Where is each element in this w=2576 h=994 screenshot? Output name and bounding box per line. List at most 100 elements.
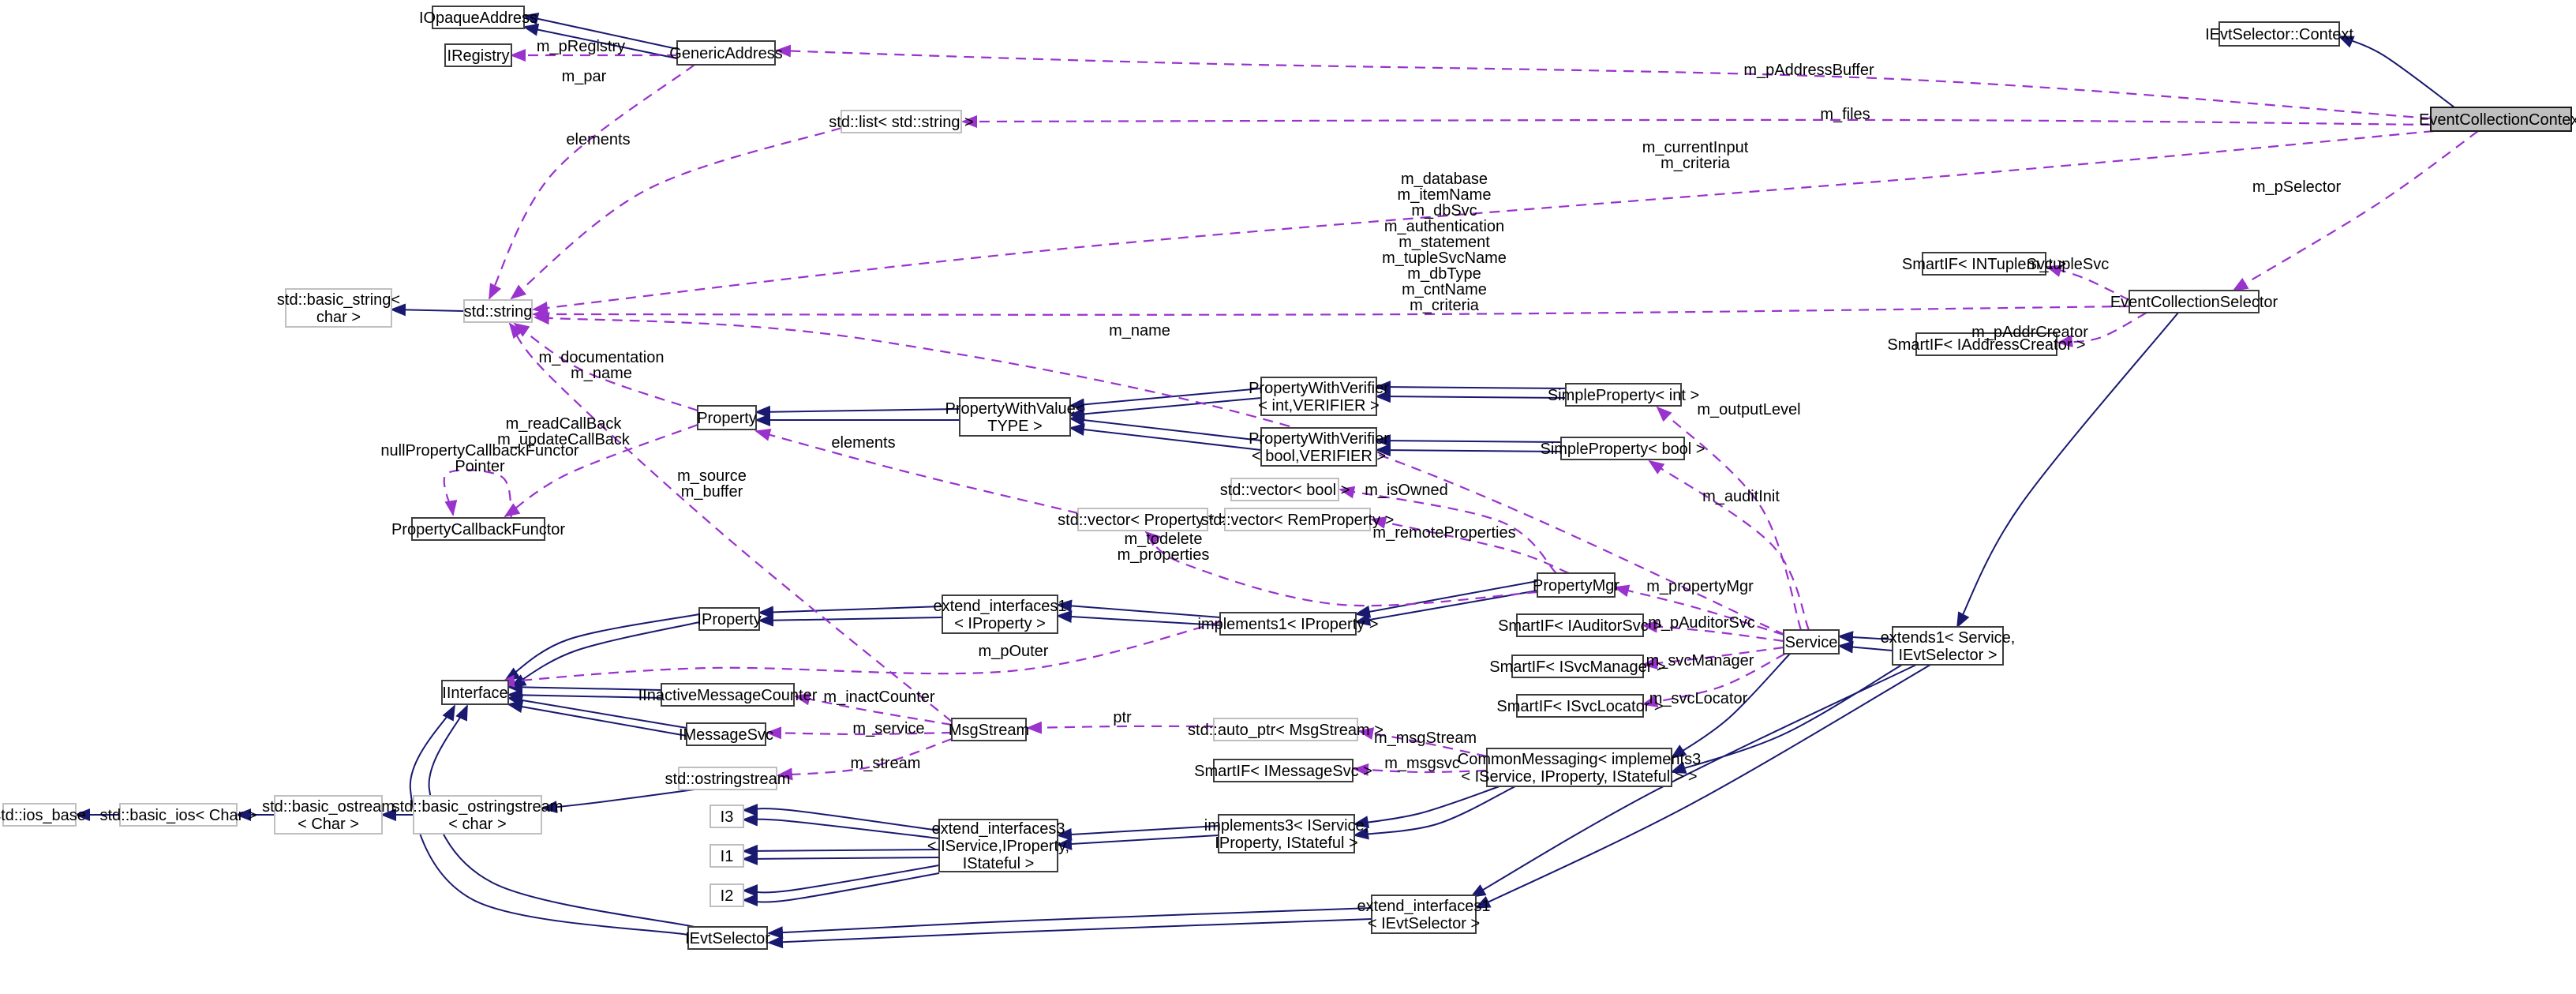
node-box-SimpleInt[interactable] [1565,383,1682,407]
node-box-IEvtSelector[interactable] [687,926,768,950]
node-box-extIf1IProperty[interactable] [942,595,1058,634]
node-SmartIF_IAuditorSvc[interactable]: SmartIF< IAuditorSvc > [1498,613,1662,637]
node-box-I2[interactable] [710,883,744,907]
node-box-IRegistry[interactable] [444,43,512,67]
node-IInactiveMessageCounter[interactable]: IInactiveMessageCounter [638,683,818,707]
node-box-SmartIF_IAuditorSvc[interactable] [1516,613,1644,637]
node-vectorPropPtr[interactable]: std::vector< Property * > [1058,508,1228,531]
node-impl1IProperty[interactable]: implements1< IProperty > [1198,612,1379,636]
node-SimpleInt[interactable]: SimpleProperty< int > [1548,383,1699,407]
node-box-basicOstream[interactable] [274,795,383,835]
node-SmartIF_INTupleSvc[interactable]: SmartIF< INTupleSvc > [1902,252,2066,276]
node-CommonMessaging[interactable]: CommonMessaging< implements3< IService, … [1458,748,1701,787]
node-PropertyWithValue[interactable]: PropertyWithValue<TYPE > [945,397,1085,437]
node-basicOstream[interactable]: std::basic_ostream< Char > [262,795,395,835]
node-box-IOpaqueAddress[interactable] [432,6,525,29]
node-stdList[interactable]: std::list< std::string > [829,110,974,133]
node-IProperty[interactable]: IProperty [697,607,762,631]
node-box-I1[interactable] [710,844,744,868]
node-box-IEvtSelectorContext[interactable] [2218,21,2340,47]
node-Property[interactable]: Property [697,405,757,430]
node-box-PropertyMgr[interactable] [1537,572,1616,598]
node-EventCollectionSelector[interactable]: EventCollectionSelector [2110,290,2278,313]
node-IEvtSelector[interactable]: IEvtSelector [685,926,770,950]
node-MsgStream[interactable]: MsgStream [949,718,1029,741]
node-box-vectorRemProp[interactable] [1224,508,1371,531]
node-box-IProperty[interactable] [698,607,760,631]
node-box-basicOstringstream[interactable] [413,795,542,835]
node-iosBase[interactable]: std::ios_base [0,803,86,827]
node-box-MsgStream[interactable] [951,718,1027,741]
node-box-CommonMessaging[interactable] [1486,748,1672,787]
node-box-PropertyCallbackFunctor[interactable] [411,517,545,541]
node-box-SmartIF_ISvcLocator[interactable] [1516,694,1644,718]
node-SmartIF_IAddressCreator[interactable]: SmartIF< IAddressCreator > [1887,332,2086,356]
node-box-IMessageSvc[interactable] [686,722,766,746]
node-box-PropertyWithValue[interactable] [959,397,1071,437]
node-SmartIF_ISvcManager[interactable]: SmartIF< ISvcManager > [1489,655,1666,678]
node-box-SmartIF_IMessageSvc[interactable] [1213,759,1354,782]
node-box-iosBase[interactable] [2,803,77,827]
node-PWVint[interactable]: PropertyWithVerifier< int,VERIFIER > [1249,377,1389,416]
node-GenericAddress[interactable]: GenericAddress [669,40,783,66]
node-IInterface[interactable]: IInterface [441,680,509,705]
node-box-impl3[interactable] [1218,814,1355,853]
node-basicOstringstream[interactable]: std::basic_ostringstream< char > [392,795,564,835]
node-box-stdList[interactable] [841,110,962,133]
node-extends1[interactable]: extends1< Service,IEvtSelector > [1881,626,2016,666]
node-box-vectorBool[interactable] [1230,478,1339,501]
node-IEvtSelectorContext[interactable]: IEvtSelector::Context [2205,21,2353,47]
node-box-extIf3[interactable] [938,819,1058,872]
node-I3[interactable]: I3 [710,805,744,828]
node-PWVbool[interactable]: PropertyWithVerifier< bool,VERIFIER > [1249,427,1389,467]
node-EventCollectionContext[interactable]: EventCollectionContext [2419,107,2576,132]
node-SmartIF_IMessageSvc[interactable]: SmartIF< IMessageSvc > [1194,759,1372,782]
node-box-SimpleBool[interactable] [1560,437,1685,460]
node-box-Service[interactable] [1783,629,1840,655]
node-box-autoPtrMsgStream[interactable] [1213,718,1358,741]
node-box-SmartIF_ISvcManager[interactable] [1511,655,1644,678]
edge-EventCollectionSelector-extends1 [1956,312,2179,628]
node-I1[interactable]: I1 [710,844,744,868]
node-extIf3[interactable]: extend_interfaces3< IService,IProperty,I… [927,819,1069,872]
node-impl3[interactable]: implements3< IService,IProperty, IStatef… [1204,814,1368,853]
node-PropertyMgr[interactable]: PropertyMgr [1533,572,1619,598]
node-box-IInterface[interactable] [441,680,509,705]
node-box-GenericAddress[interactable] [676,40,776,66]
node-I2[interactable]: I2 [710,883,744,907]
node-box-EventCollectionSelector[interactable] [2129,290,2260,313]
node-vectorRemProp[interactable]: std::vector< RemProperty > [1201,508,1395,531]
node-IRegistry[interactable]: IRegistry [444,43,512,67]
node-stdBasicString[interactable]: std::basic_string<char > [277,288,400,328]
node-stdString[interactable]: std::string [463,299,533,323]
node-label-extends1: extends1< Service,IEvtSelector > [1881,629,2016,664]
node-box-stdBasicString[interactable] [285,288,392,328]
node-basicIos[interactable]: std::basic_ios< Char > [100,803,257,827]
node-box-SmartIF_IAddressCreator[interactable] [1915,332,2057,356]
node-IMessageSvc[interactable]: IMessageSvc [679,722,773,746]
node-box-extends1[interactable] [1892,626,2004,666]
node-box-SmartIF_INTupleSvc[interactable] [1922,252,2046,276]
node-box-Property[interactable] [697,405,757,430]
node-box-IInactiveMessageCounter[interactable] [661,683,795,707]
node-Service[interactable]: Service [1783,629,1840,655]
node-PropertyCallbackFunctor[interactable]: PropertyCallbackFunctor [391,517,565,541]
node-vectorBool[interactable]: std::vector< bool > [1220,478,1350,501]
node-box-impl1IProperty[interactable] [1219,612,1357,636]
node-box-PWVint[interactable] [1260,377,1377,416]
node-extIf1IEvtSelector[interactable]: extend_interfaces1< IEvtSelector > [1357,895,1491,934]
node-autoPtrMsgStream[interactable]: std::auto_ptr< MsgStream > [1188,718,1383,741]
node-extIf1IProperty[interactable]: extend_interfaces1< IProperty > [933,595,1067,634]
node-ostringstream[interactable]: std::ostringstream [665,767,791,790]
node-SmartIF_ISvcLocator[interactable]: SmartIF< ISvcLocator > [1496,694,1664,718]
node-box-ostringstream[interactable] [678,767,777,790]
node-box-basicIos[interactable] [119,803,238,827]
node-IOpaqueAddress[interactable]: IOpaqueAddress [419,6,537,29]
node-box-I3[interactable] [710,805,744,828]
node-SimpleBool[interactable]: SimpleProperty< bool > [1540,437,1705,460]
node-box-vectorPropPtr[interactable] [1077,508,1208,531]
node-box-extIf1IEvtSelector[interactable] [1371,895,1477,934]
node-box-stdString[interactable] [463,299,533,323]
node-box-PWVbool[interactable] [1260,427,1377,467]
node-box-EventCollectionContext[interactable] [2430,107,2572,132]
